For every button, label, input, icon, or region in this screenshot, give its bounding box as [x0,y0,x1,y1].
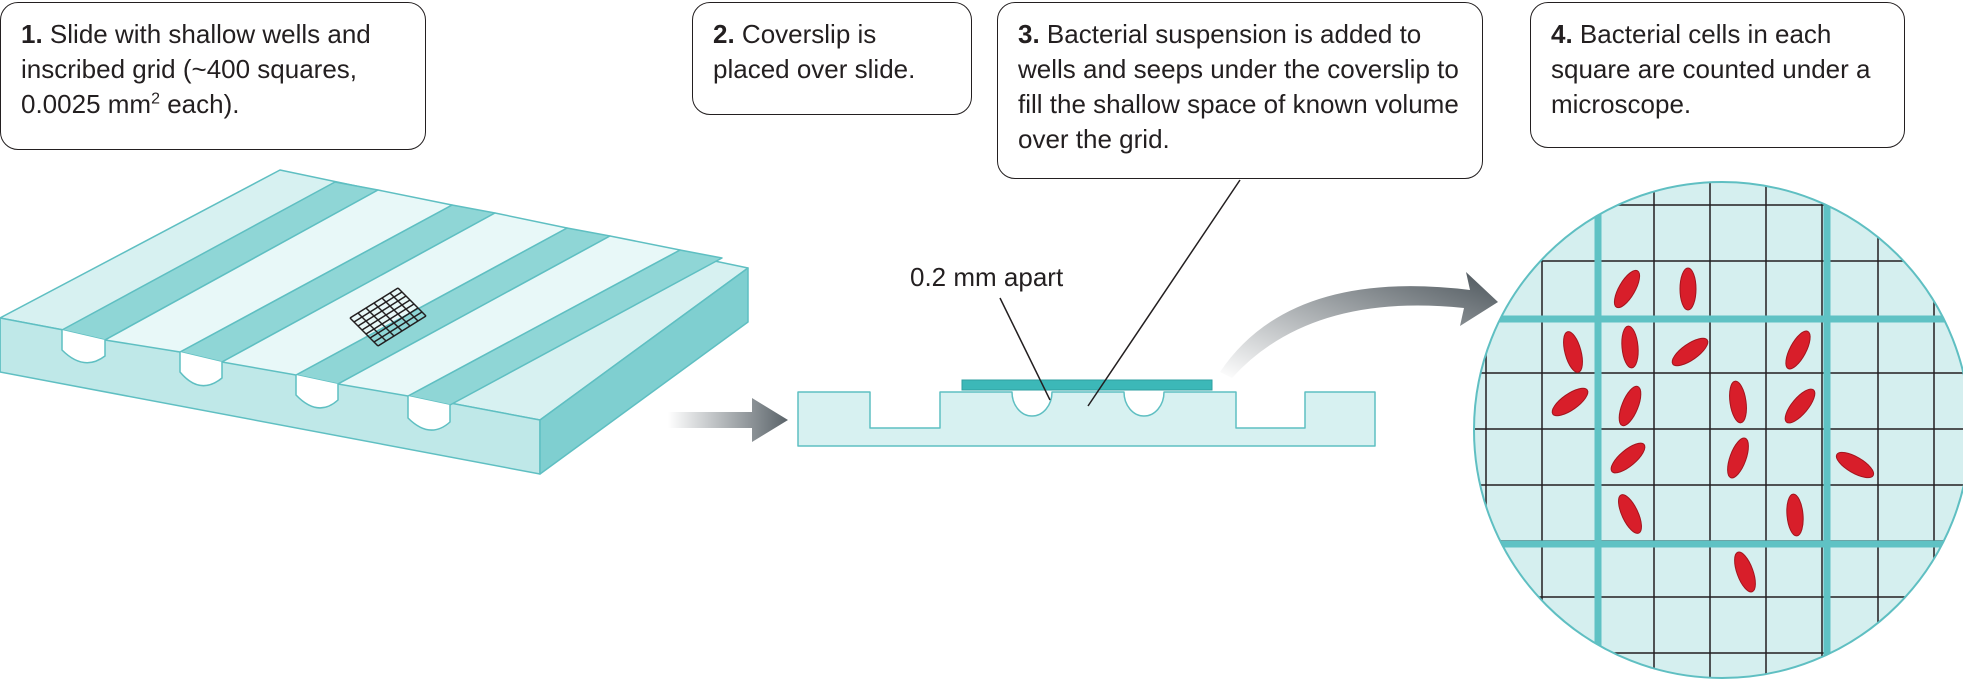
bacterial-cell [1784,388,1816,424]
step-1-superscript: 2 [151,90,160,108]
counting-grid [1474,182,1963,678]
step-2-callout: 2. Coverslip is placed over slide. [692,2,972,115]
bacterial-cell [1551,387,1589,417]
step-3-number: 3. [1018,19,1040,49]
bacterial-cell [1671,337,1709,367]
bacterial-cell [1613,269,1641,309]
bacterial-cell [1786,493,1804,537]
curved-arrow-icon [1220,272,1498,378]
bacterial-cell [1734,551,1756,593]
bacteria-layer [1551,267,1875,593]
bacterial-cell [1610,442,1646,474]
bacterial-cell [1729,380,1747,424]
bacterial-cell [1835,451,1875,479]
step-4-number: 4. [1551,19,1573,49]
slide-cross-section [797,391,1376,447]
step-3-leader-line [1087,179,1241,407]
step-3-text: Bacterial suspension is added to wells a… [1018,19,1459,154]
step-4-callout: 4. Bacterial cells in each square are co… [1530,2,1905,148]
step-1-text-end: each). [159,89,240,119]
bacterial-cell [1621,325,1639,369]
bacterial-cell [1727,437,1749,479]
step-1-callout: 1. Slide with shallow wells and inscribe… [0,2,426,150]
coverslip [961,379,1213,391]
step-1-number: 1. [21,19,43,49]
bacterial-cell [1563,331,1583,373]
step-2-text: Coverslip is placed over slide. [713,19,916,84]
bacterial-cell [1618,385,1642,427]
step-1-text: Slide with shallow wells and inscribed g… [21,19,371,119]
right-arrow-icon [668,398,788,442]
hemocytometer-slide [0,169,749,475]
magnified-grid-view [1473,181,1963,679]
spacing-leader-line [999,297,1051,401]
step-3-callout: 3. Bacterial suspension is added to well… [997,2,1483,179]
slide-grid [349,287,427,347]
bacterial-cell [1785,330,1811,370]
bacterial-cell [1679,267,1697,311]
bacterial-cell [1618,494,1642,534]
step-4-text: Bacterial cells in each square are count… [1551,19,1871,119]
step-2-number: 2. [713,19,735,49]
spacing-label: 0.2 mm apart [910,262,1064,292]
